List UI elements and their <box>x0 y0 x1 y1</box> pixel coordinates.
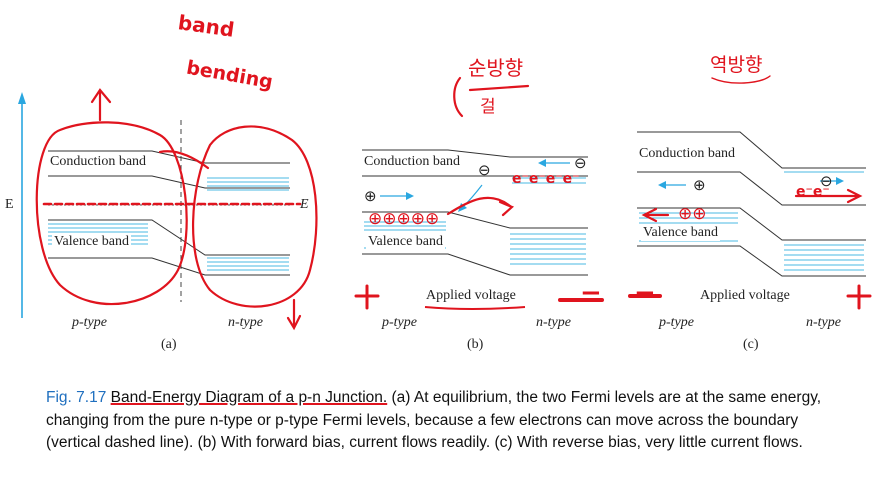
panel-b-diagram <box>362 149 588 276</box>
circle-p-region <box>35 121 188 306</box>
panel-b-electron-arrow <box>538 159 570 167</box>
caption-body: (a) At equilibrium, the two Fermi levels… <box>46 389 822 451</box>
panel-c-applied-voltage-label: Applied voltage <box>700 288 790 303</box>
band-diagram-figure <box>18 75 872 331</box>
panel-a-tag: (a) <box>161 337 177 352</box>
annotation-minus-b: − <box>580 278 602 308</box>
panel-b-p-type-label: p-type <box>382 315 417 330</box>
annotation-electrons-b: e⁻e⁻e⁻e⁻ <box>512 171 580 187</box>
panel-b-conduction-label: Conduction band <box>364 154 461 169</box>
panel-c-tag: (c) <box>743 337 759 352</box>
annotation-forward-korean: 순방향 <box>468 56 524 80</box>
red-arrow-c-right <box>794 188 863 204</box>
panel-b-electron-symbol-right: ⊖ <box>574 156 587 172</box>
caption-figure-number: Fig. 7.17 <box>46 389 107 406</box>
annotation-forward-korean-2: 걸 <box>480 97 496 117</box>
panel-c-diagram <box>637 131 866 277</box>
panel-c-n-valence-fill <box>784 244 864 271</box>
panel-c-p-type-label: p-type <box>659 315 694 330</box>
annotation-minus-c: − <box>634 278 656 308</box>
panel-c-conduction-label: Conduction band <box>639 146 736 161</box>
panel-a-n-conduction-fill <box>207 177 289 191</box>
panel-b-n-valence-fill <box>510 233 586 265</box>
panel-b-valence-label: Valence band <box>366 234 446 250</box>
applied-voltage-underline-b <box>424 306 526 310</box>
panel-c-electron-arrow <box>820 177 844 185</box>
panel-c-valence-label: Valence band <box>641 225 721 241</box>
panel-c-hole-symbol: ⊕ <box>693 178 706 194</box>
underline-applied-c <box>558 294 662 302</box>
panel-a-n-valence-fill <box>207 257 289 271</box>
reverse-underline <box>711 75 771 84</box>
panel-b-applied-voltage-label: Applied voltage <box>426 288 516 303</box>
circle-n-region <box>191 125 318 308</box>
red-arrow-c-left <box>641 207 670 223</box>
panel-a-conduction-label: Conduction band <box>50 154 147 169</box>
panel-b-n-conduction-fill <box>512 177 586 184</box>
figure-caption: Fig. 7.17 Band-Energy Diagram of a p-n J… <box>46 387 836 455</box>
energy-axis-label: E <box>5 197 14 212</box>
panel-b-hole-symbol: ⊕ <box>364 189 377 205</box>
korean-paren <box>453 76 464 118</box>
bracket-a <box>158 150 210 170</box>
panel-b-electron-symbol: ⊖ <box>478 163 491 179</box>
panel-b-hole-arrow <box>380 192 414 200</box>
panel-c-p-valence-fill <box>639 212 738 242</box>
handwritten-annotations <box>35 75 872 331</box>
panel-a-p-type-label: p-type <box>72 315 107 330</box>
red-arrow-b-tip <box>498 200 515 217</box>
panel-c-n-type-label: n-type <box>806 315 841 330</box>
up-arrow-a <box>90 88 112 122</box>
panel-c-electron-symbol: ⊖ <box>820 174 833 190</box>
red-curve-arrow-b <box>446 196 512 216</box>
down-arrow-a <box>286 298 302 331</box>
annotation-holes-c: ⊕⊕ <box>678 204 707 224</box>
panel-b-tag: (b) <box>467 337 484 352</box>
annotation-electrons-c: e⁻e⁻ <box>796 184 830 200</box>
energy-axis <box>18 92 26 318</box>
panel-c-hole-arrow <box>658 181 686 189</box>
plus-c-mark <box>846 284 872 310</box>
panel-b-n-type-label: n-type <box>536 315 571 330</box>
panel-a-fermi-label: E <box>300 197 309 212</box>
annotation-holes-b: ⊕⊕⊕⊕⊕ <box>368 209 440 229</box>
panel-b-electron-drop-arrow <box>458 184 483 212</box>
plus-b-mark <box>354 284 380 310</box>
caption-title: Band-Energy Diagram of a p-n Junction. <box>110 389 388 406</box>
panel-a-valence-label: Valence band <box>52 234 132 250</box>
korean-underline <box>468 84 530 92</box>
panel-a-n-type-label: n-type <box>228 315 263 330</box>
annotation-reverse-korean: 역방향 <box>710 54 763 76</box>
